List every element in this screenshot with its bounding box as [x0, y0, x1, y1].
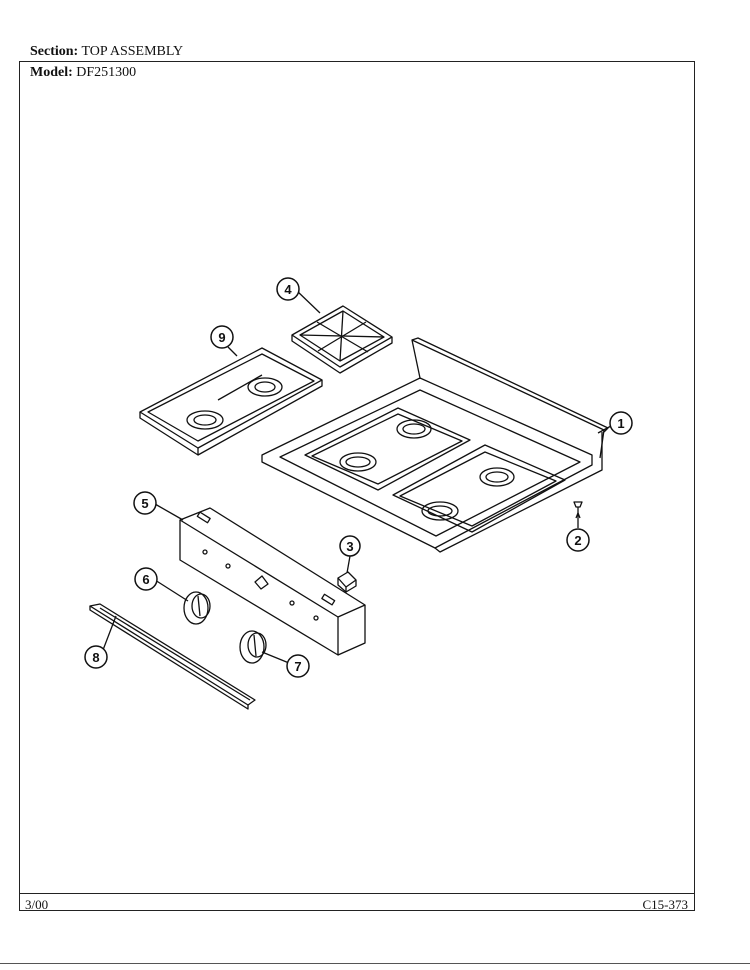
footer-divider [19, 893, 695, 894]
callout-3-label: 3 [346, 539, 353, 554]
trim-strip [89, 603, 256, 710]
section-label: Section: [30, 44, 79, 59]
control-panel [179, 507, 366, 656]
callout-4-label: 4 [284, 282, 292, 297]
callout-8: 8 [84, 645, 108, 669]
control-knob-right [239, 630, 267, 664]
burner-grate [291, 305, 393, 374]
bottom-rule [0, 963, 750, 964]
model-heading: Model: DF251300 [30, 65, 136, 81]
callout-1: 1 [609, 411, 633, 435]
cooktop-left-section [139, 347, 323, 456]
diagram-frame [19, 61, 695, 911]
footer-code: C15-373 [642, 897, 689, 912]
callout-7-label: 7 [294, 659, 301, 674]
screw-part [573, 501, 583, 512]
callout-9-label: 9 [218, 330, 225, 345]
callout-6: 6 [134, 567, 158, 591]
control-knob-left [183, 591, 211, 625]
callout-3: 3 [339, 535, 361, 557]
callout-6-label: 6 [142, 572, 149, 587]
callout-7: 7 [286, 654, 310, 678]
callout-4: 4 [276, 277, 300, 301]
callout-8-label: 8 [92, 650, 99, 665]
footer-date: 3/00 [25, 897, 49, 912]
callout-5: 5 [133, 491, 157, 515]
callout-5-label: 5 [141, 496, 148, 511]
model-label: Model: [30, 65, 73, 80]
callout-9: 9 [210, 325, 234, 349]
callout-2: 2 [566, 528, 590, 552]
section-value: TOP ASSEMBLY [81, 44, 184, 59]
cooktop-main-top [261, 337, 609, 553]
callout-2-label: 2 [574, 533, 581, 548]
callout-1-label: 1 [617, 416, 624, 431]
model-value: DF251300 [76, 65, 137, 80]
igniter-switch [337, 571, 357, 593]
section-heading: Section: TOP ASSEMBLY [30, 44, 183, 60]
